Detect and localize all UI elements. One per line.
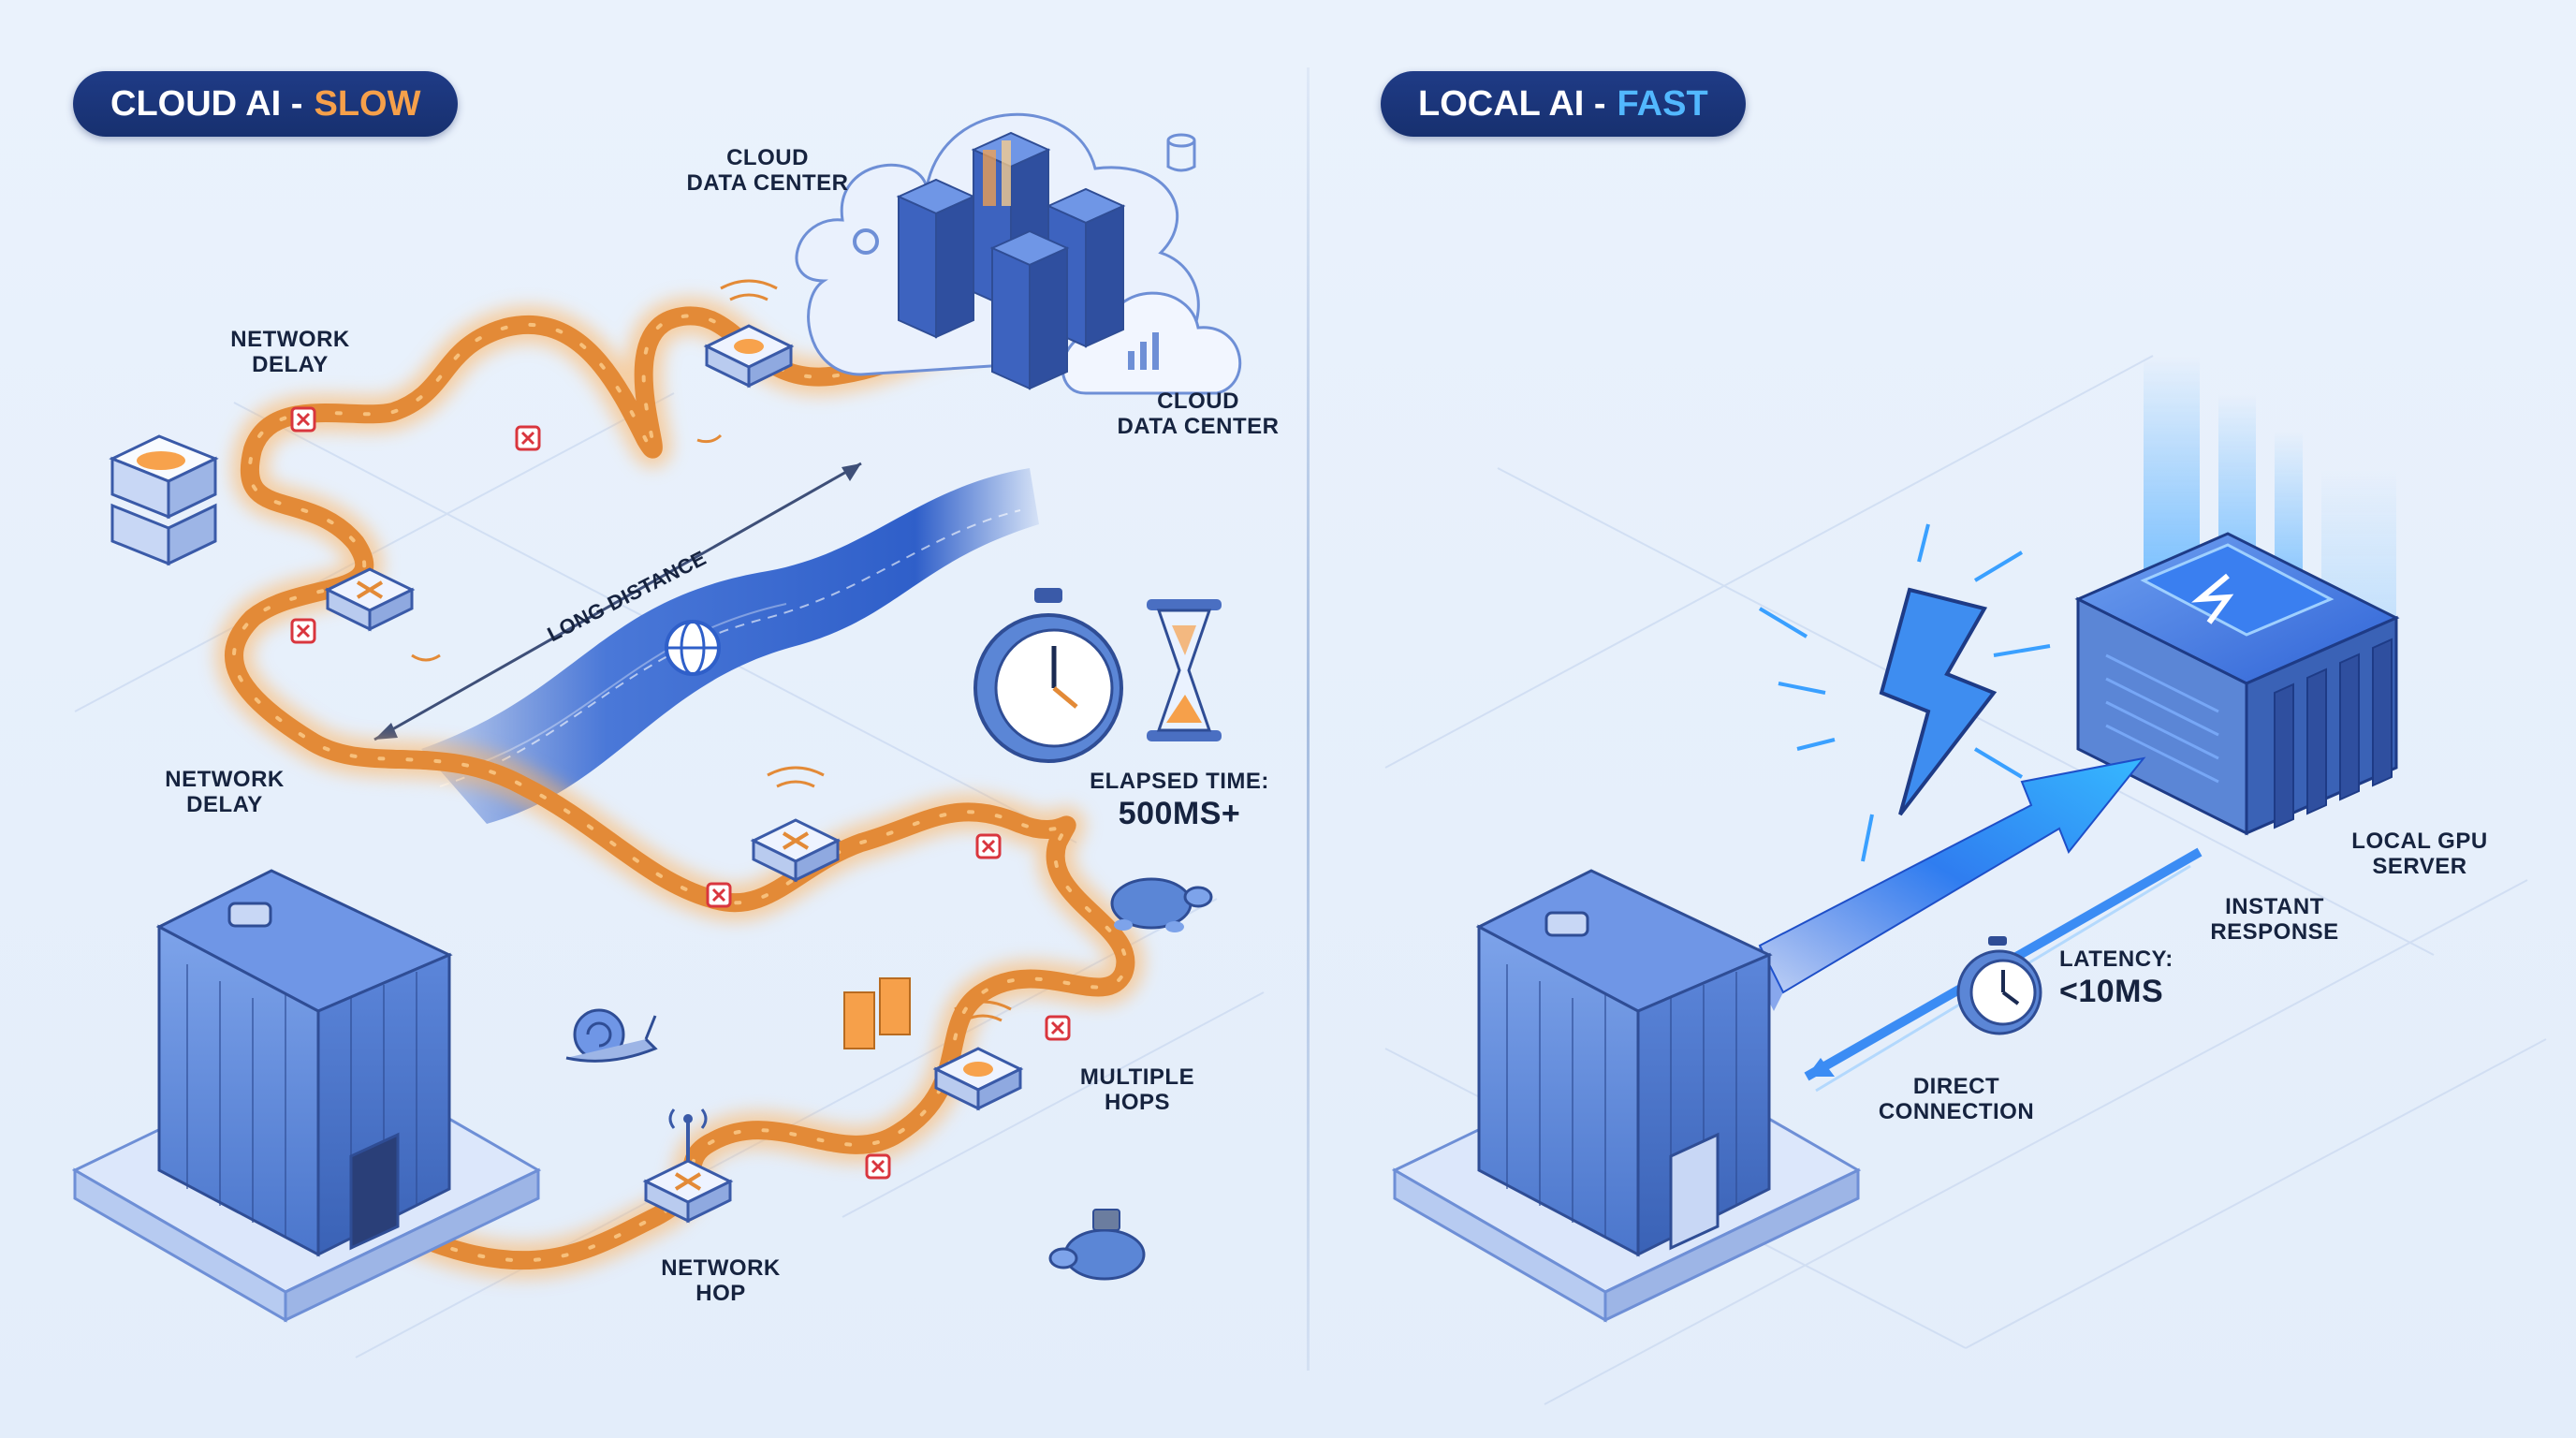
local-gpu-server-label: LOCAL GPU SERVER — [2351, 829, 2488, 879]
elapsed-time-value: 500ms+ — [1118, 796, 1241, 831]
hourglass-icon — [1147, 599, 1222, 741]
direct-connection-beam — [1750, 756, 2203, 1093]
delay-markers — [290, 406, 1071, 1180]
router-hops — [324, 279, 1024, 1224]
router-icon — [703, 324, 795, 389]
instant-response-label: INSTANT RESPONSE — [2210, 894, 2339, 945]
server-rack-icon — [896, 178, 976, 339]
office-building-left — [71, 869, 542, 1323]
latency-value: <10ms — [2059, 974, 2164, 1009]
router-icon — [750, 818, 842, 883]
local-ai-title: LOCAL AI - FAST — [1381, 71, 1746, 137]
snail-icon — [565, 1008, 658, 1063]
delay-x-icon — [706, 882, 732, 908]
turtle-icon — [1110, 877, 1213, 932]
cloud-data-center-top-label: CLOUD DATA CENTER — [686, 145, 849, 196]
cloud-data-center-right-label: CLOUD DATA CENTER — [1117, 389, 1280, 439]
panel-divider — [1307, 67, 1310, 1371]
cloud-ai-title: CLOUD AI - SLOW — [73, 71, 459, 137]
stopwatch-icon — [973, 588, 1123, 763]
delay-x-icon — [975, 833, 1002, 859]
distance-arrow — [373, 462, 862, 741]
antenna-router-icon — [642, 1108, 734, 1224]
network-hop-label: NETWORK HOP — [661, 1255, 781, 1306]
gear-icon — [853, 228, 879, 255]
package-boxes-icon — [843, 977, 911, 1049]
cloud-ai-title-text: CLOUD AI - — [110, 83, 303, 124]
database-icon — [1166, 133, 1196, 172]
server-rack-icon — [989, 229, 1070, 390]
office-building-right — [1391, 869, 1862, 1323]
router-icon — [932, 1047, 1024, 1111]
delay-x-icon — [865, 1153, 891, 1180]
fast-accent-text: FAST — [1617, 83, 1708, 124]
network-delay-mid-label: NETWORK DELAY — [165, 767, 285, 817]
local-ai-title-text: LOCAL AI - — [1418, 83, 1606, 124]
direct-connection-label: DIRECT CONNECTION — [1878, 1074, 2035, 1124]
multiple-hops-label: MULTIPLE HOPS — [1079, 1064, 1195, 1115]
stopwatch-small-icon — [1956, 936, 2042, 1035]
bar-chart-icon — [1128, 332, 1159, 370]
turtle-icon — [1048, 1209, 1146, 1281]
edge-server-stack-icon — [109, 434, 219, 566]
delay-x-icon — [1045, 1015, 1071, 1041]
local-gpu-server-illustration — [2074, 532, 2400, 836]
slow-accent-text: SLOW — [314, 83, 421, 124]
network-path — [215, 297, 1145, 1280]
elapsed-time-label: ELAPSED TIME: — [1090, 769, 1269, 794]
router-icon — [324, 567, 416, 632]
delay-x-icon — [290, 406, 316, 433]
lightning-small-icon — [2190, 573, 2234, 624]
lightning-bolt-icon — [1758, 523, 2051, 862]
latency-label: LATENCY: — [2059, 946, 2174, 972]
delay-x-icon — [515, 425, 541, 451]
delay-x-icon — [290, 618, 316, 644]
network-delay-top-label: NETWORK DELAY — [230, 327, 350, 377]
long-distance-river — [373, 462, 1039, 824]
cloud-data-center-illustration — [795, 112, 1242, 395]
